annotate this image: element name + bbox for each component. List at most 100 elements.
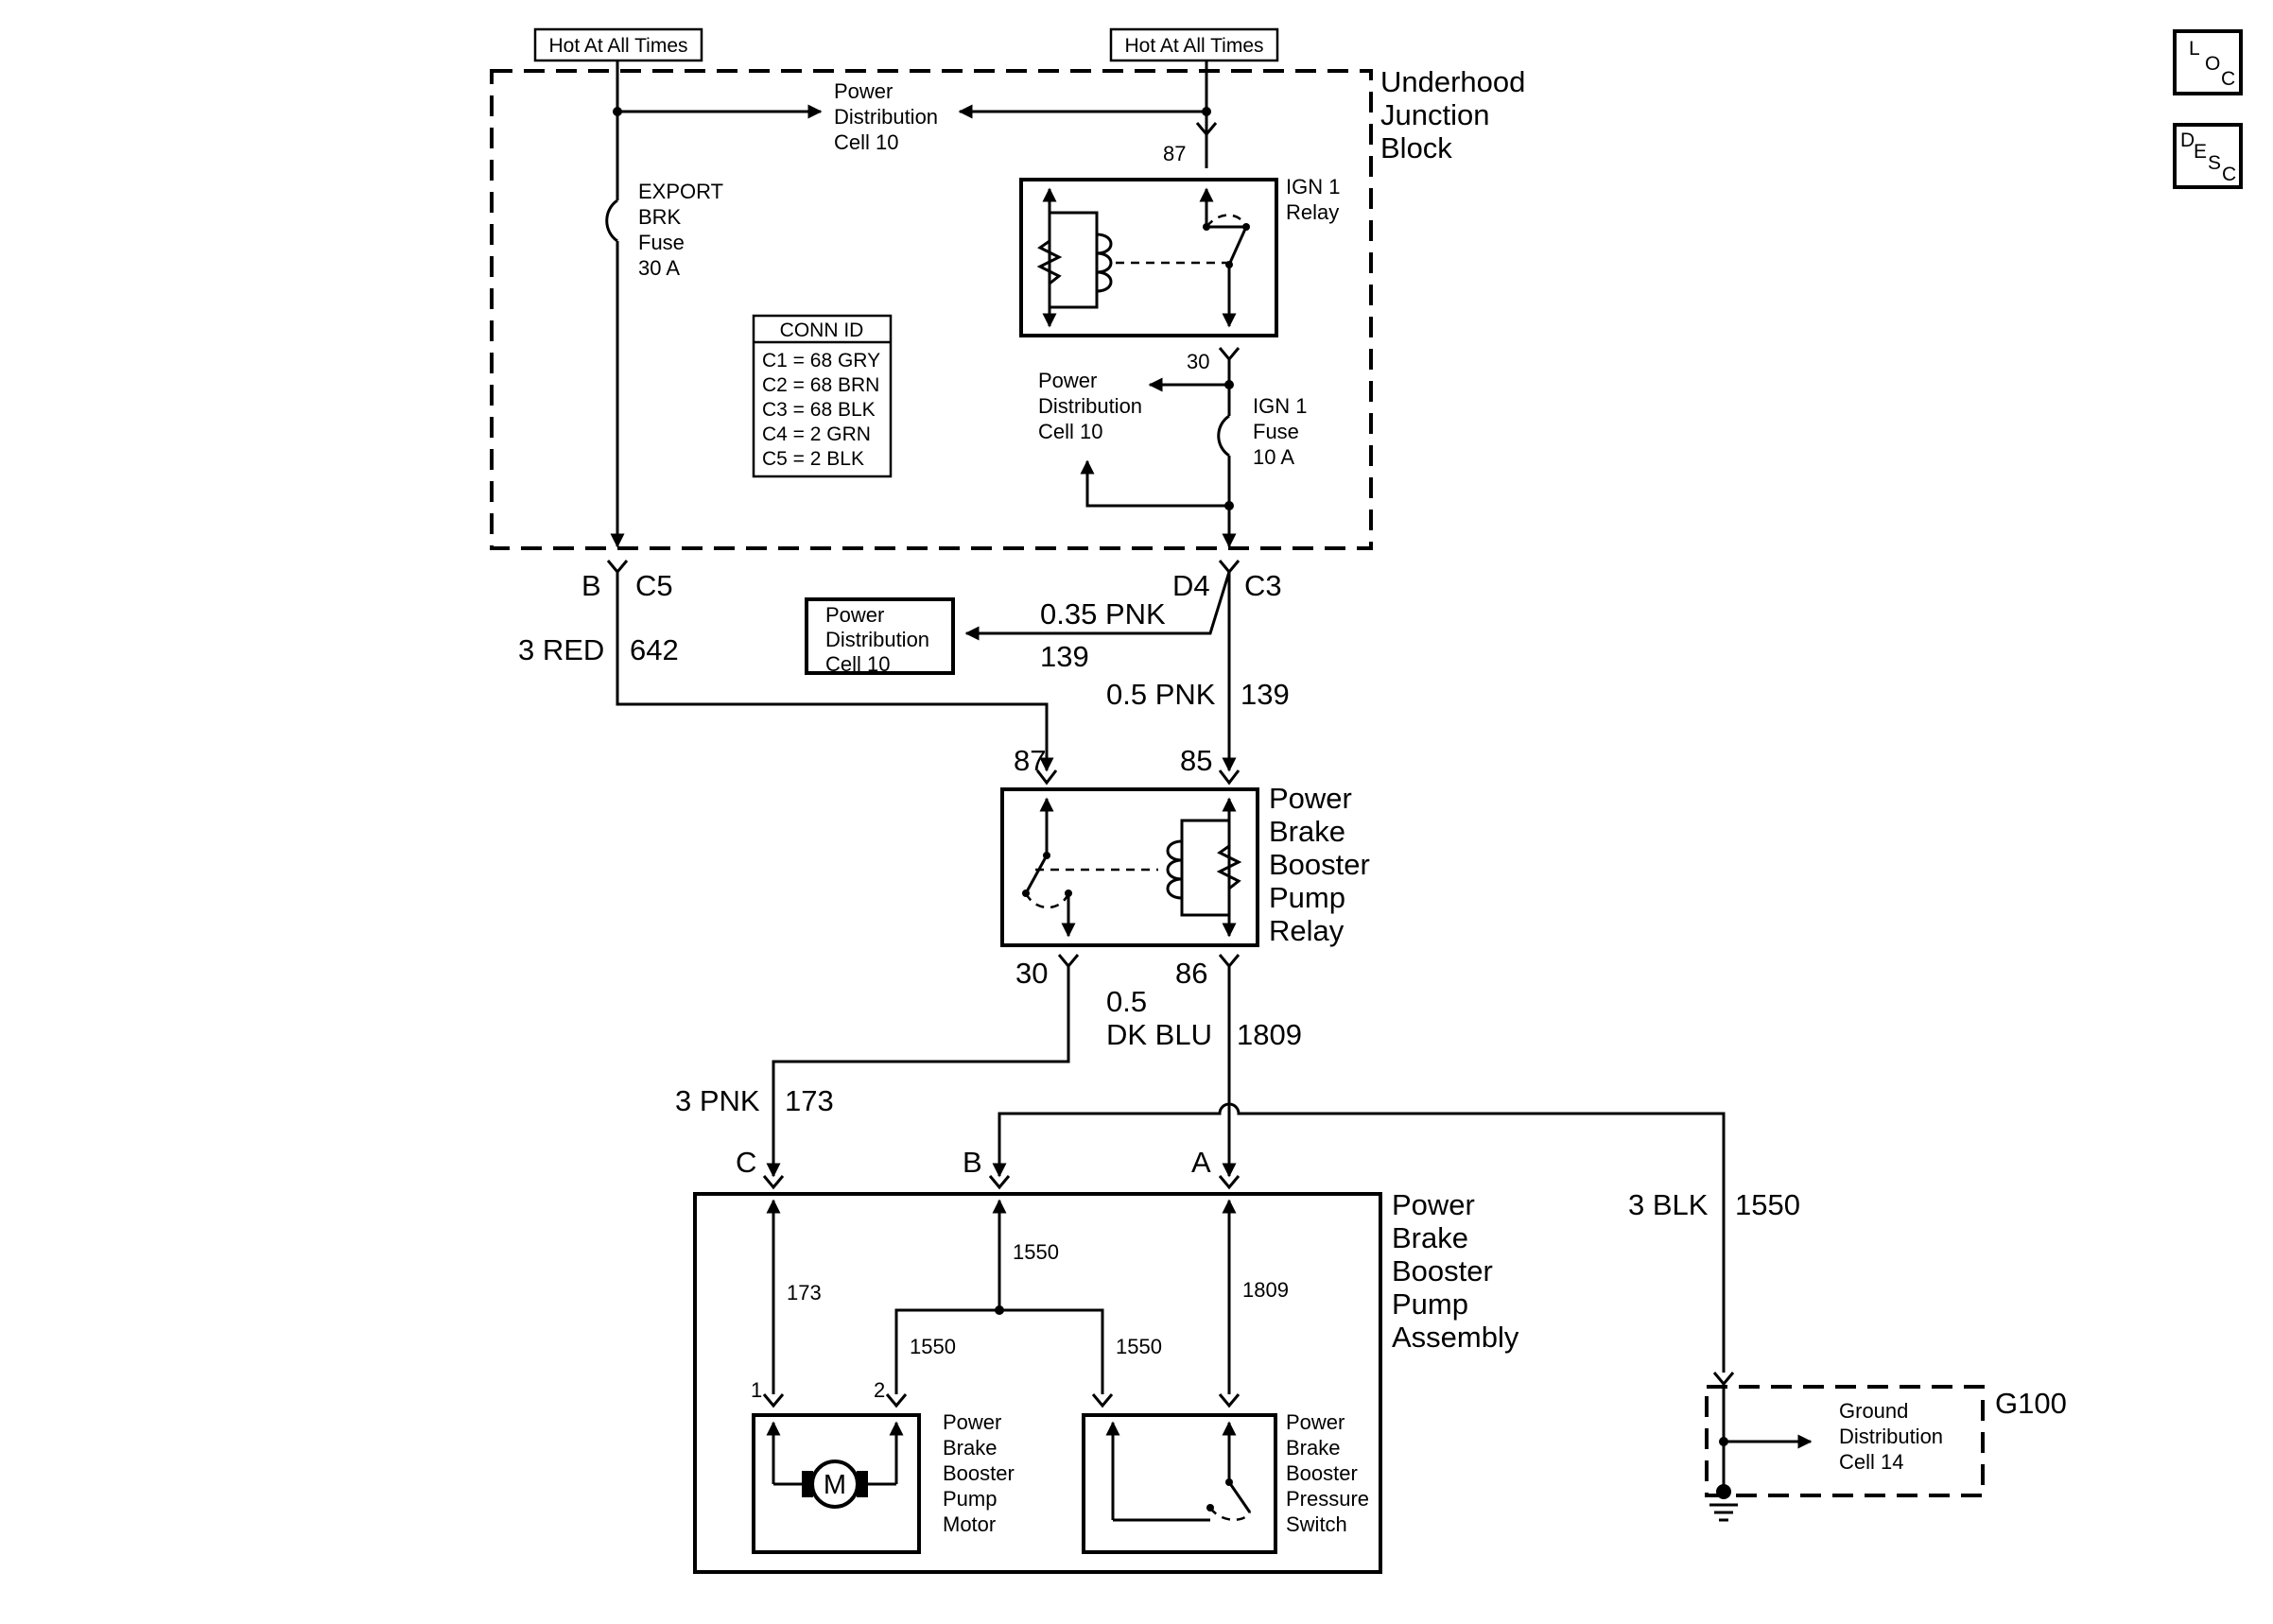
- assembly-name-3: Booster: [1392, 1254, 1493, 1287]
- ign-fuse-3: 10 A: [1253, 445, 1294, 469]
- conn-id-row-5: C5 = 2 BLK: [762, 448, 864, 470]
- assembly-conn-b: B: [963, 1146, 982, 1179]
- relay-pin-85: 85: [1180, 744, 1212, 777]
- desc-letter-d: D: [2180, 130, 2195, 151]
- relay-87-connector: [1035, 769, 1058, 786]
- relay-name-2: Brake: [1269, 815, 1345, 848]
- loc-letter-c: C: [2221, 68, 2235, 90]
- ign-relay-87-connector: [1195, 122, 1218, 137]
- motor-pin1-connector: [762, 1393, 785, 1408]
- switch-name-1: Power: [1286, 1410, 1345, 1434]
- motor-name-3: Booster: [943, 1461, 1015, 1485]
- ign-relay-30-connector: [1218, 347, 1241, 362]
- wire-642: [616, 572, 1054, 772]
- ign-to-pd-up-arrow: [1080, 459, 1229, 508]
- switch-name-2: Brake: [1286, 1436, 1340, 1460]
- motor-name-1: Power: [943, 1410, 1001, 1434]
- w173-size-color: 3 PNK: [675, 1084, 760, 1117]
- w1809-size: 0.5: [1106, 985, 1147, 1018]
- w1809-circuit: 1809: [1237, 1018, 1302, 1051]
- relay-30-connector: [1057, 954, 1080, 969]
- assembly-conn-c: C: [736, 1146, 756, 1179]
- motor-pin-1: 1: [751, 1378, 762, 1402]
- wire-139-branch: [964, 571, 1231, 641]
- relay-name-1: Power: [1269, 782, 1352, 815]
- relay-name-5: Relay: [1269, 914, 1345, 947]
- assembly-c1809: 1809: [1242, 1278, 1289, 1302]
- switch-name-4: Pressure: [1286, 1487, 1369, 1511]
- ground-dist-1: Ground: [1839, 1399, 1908, 1423]
- hot-left-label: Hot At All Times: [548, 35, 687, 57]
- ign-relay-name-1: IGN 1: [1286, 175, 1340, 199]
- export-fuse-2: BRK: [638, 205, 682, 229]
- ign-relay-pin-87: 87: [1163, 142, 1186, 165]
- conn-id-row-2: C2 = 68 BRN: [762, 374, 879, 396]
- switch-1809-connector: [1218, 1393, 1241, 1408]
- switch-1550-connector: [1091, 1393, 1114, 1408]
- underhood-junction-block: [490, 69, 1373, 550]
- assembly-name-4: Pump: [1392, 1287, 1468, 1321]
- conn-id-row-4: C4 = 2 GRN: [762, 423, 871, 445]
- motor-icon: [810, 1460, 859, 1509]
- conn-id-table: CONN ID C1 = 68 GRY C2 = 68 BRN C3 = 68 …: [752, 314, 893, 478]
- w1550-circuit: 1550: [1735, 1188, 1800, 1221]
- relay-85-connector: [1218, 769, 1241, 786]
- desc-button[interactable]: D E S C: [2173, 123, 2243, 189]
- assembly-c173: 173: [787, 1281, 822, 1304]
- internal-1550-right: [999, 1308, 1104, 1394]
- assembly-name-5: Assembly: [1392, 1321, 1519, 1354]
- w173-circuit: 173: [785, 1084, 834, 1117]
- motor-pin2-connector: [885, 1393, 908, 1408]
- ign-fuse-1: IGN 1: [1253, 394, 1307, 418]
- pd-box-3: Cell 10: [825, 652, 890, 676]
- assembly-name-1: Power: [1392, 1188, 1475, 1221]
- export-fuse-3: Fuse: [638, 231, 685, 254]
- conn-id-title: CONN ID: [780, 320, 864, 341]
- assembly-c1550-left: 1550: [910, 1335, 956, 1358]
- g100-label: G100: [1995, 1387, 2067, 1420]
- g100-connector: [1712, 1372, 1735, 1387]
- c5-conn-label: C5: [635, 569, 673, 602]
- ujb-title-1: Underhood: [1380, 65, 1525, 98]
- g100-ground-block: [1705, 1385, 1985, 1497]
- pump-motor: M: [752, 1413, 921, 1554]
- assembly-c-connector: [762, 1175, 785, 1190]
- ground-symbol-icon: [1709, 1484, 1738, 1522]
- export-fuse-4: 30 A: [638, 256, 680, 280]
- switch-name-5: Switch: [1286, 1512, 1347, 1536]
- desc-letter-c: C: [2222, 164, 2236, 185]
- hot-at-all-times-right: Hot At All Times: [1109, 27, 1279, 62]
- ign1-relay: [1019, 178, 1278, 337]
- desc-letter-s: S: [2208, 152, 2221, 174]
- c3-conn-label: C3: [1244, 569, 1282, 602]
- ground-dist-2: Distribution: [1839, 1425, 1943, 1448]
- hot-right-label: Hot At All Times: [1124, 35, 1263, 57]
- pd-cell10-box[interactable]: Power Distribution Cell 10: [805, 597, 955, 676]
- w139-circuit: 139: [1241, 678, 1290, 711]
- ground-dist-3: Cell 14: [1839, 1450, 1903, 1474]
- w642-size-color: 3 RED: [518, 633, 604, 666]
- pd-inner-2: Distribution: [1038, 394, 1142, 418]
- ign1-fuse-symbol: [1217, 414, 1230, 458]
- c5-pin-label: B: [581, 569, 601, 602]
- hot-at-all-times-left: Hot At All Times: [533, 27, 703, 62]
- loc-button[interactable]: L O C: [2173, 29, 2243, 95]
- relay-name-4: Pump: [1269, 881, 1345, 914]
- assembly-c1550-top: 1550: [1013, 1240, 1059, 1264]
- w139-branch-size-color: 0.35 PNK: [1040, 597, 1166, 631]
- pd-inner-3: Cell 10: [1038, 420, 1102, 443]
- motor-symbol: M: [824, 1470, 846, 1500]
- wire-173: [766, 966, 1070, 1178]
- switch-name-3: Booster: [1286, 1461, 1358, 1485]
- relay-pin-30: 30: [1015, 957, 1048, 990]
- wire-1550-ground-bus: [992, 1102, 1726, 1373]
- export-fuse-1: EXPORT: [638, 180, 723, 203]
- assembly-conn-a: A: [1191, 1146, 1211, 1179]
- ign-relay-name-2: Relay: [1286, 200, 1339, 224]
- internal-1550-left: [894, 1308, 999, 1394]
- assembly-b-connector: [988, 1175, 1011, 1190]
- motor-name-4: Pump: [943, 1487, 997, 1511]
- pump-assembly-box: [693, 1192, 1382, 1574]
- ign-relay-pin-30: 30: [1187, 350, 1209, 373]
- pd-inner-1: Power: [1038, 369, 1097, 392]
